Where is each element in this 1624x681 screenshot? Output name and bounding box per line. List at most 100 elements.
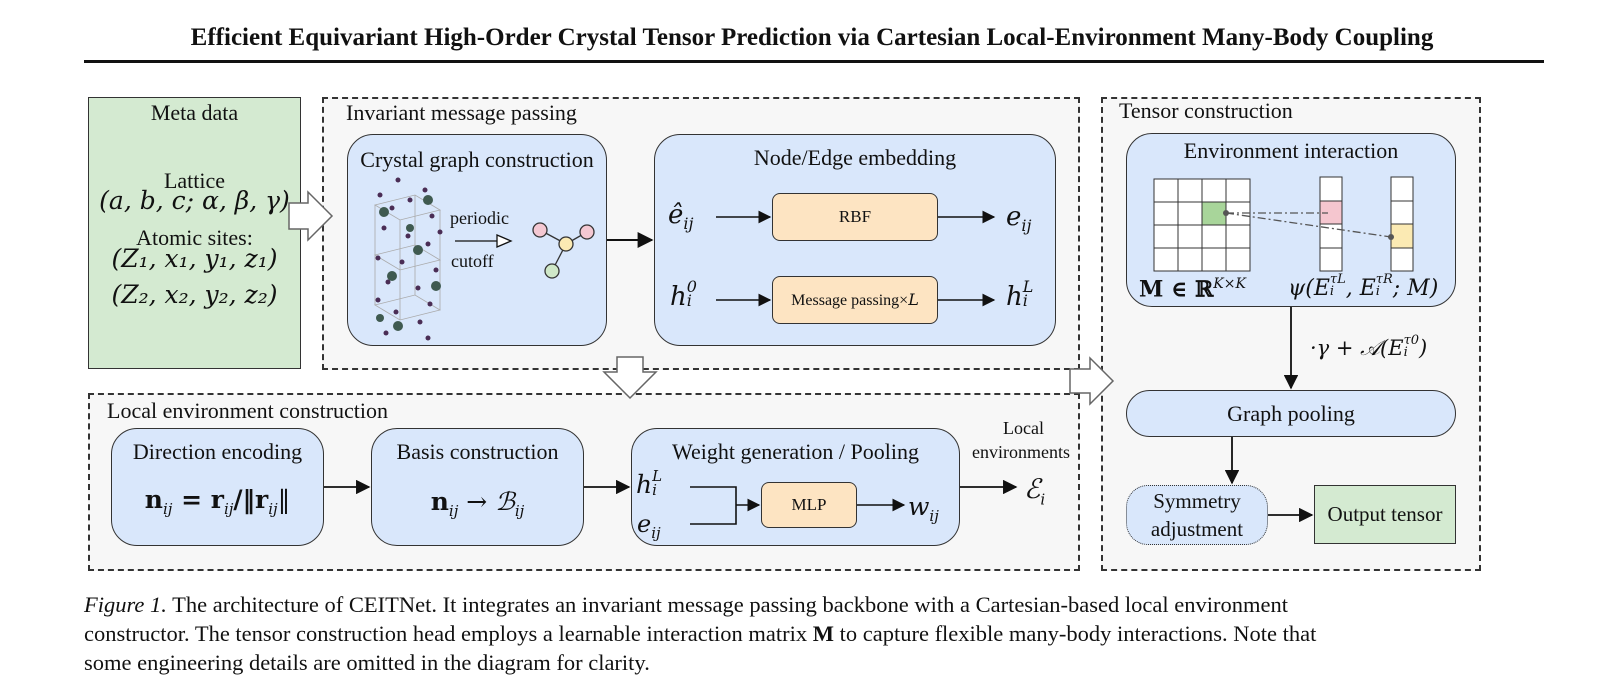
- graph-pooling-label: Graph pooling: [1227, 401, 1355, 426]
- matrix-label: M ∈ ℝK×K: [1139, 276, 1246, 302]
- caption-text-1: The architecture of CEITNet. It integrat…: [166, 592, 1288, 617]
- r-symbol: = r: [172, 485, 224, 514]
- hL-subscript: i: [1022, 291, 1028, 310]
- lattice-label: Lattice: [163, 168, 226, 193]
- basis-n-symbol: n: [430, 487, 449, 516]
- weight-input-e: eij: [637, 510, 661, 542]
- h0-superscript: 0: [686, 277, 697, 296]
- w-h-superscript: L: [652, 466, 663, 485]
- direction-formula: nij = rij/‖rij‖: [112, 485, 323, 518]
- epsilon-symbol: ℰ: [1024, 474, 1041, 505]
- paper-header-title: Efficient Equivariant High-Order Crystal…: [190, 24, 1434, 51]
- periodic-label: periodic: [450, 208, 509, 228]
- header-rule: [84, 60, 1544, 63]
- norm-close: ‖: [277, 485, 291, 514]
- environment-interaction-title: Environment interaction: [1183, 138, 1399, 163]
- basis-construction-box: Basis construction nij → ℬij: [371, 428, 584, 546]
- psi-subscript-1: i: [1329, 284, 1335, 299]
- graph-pooling-box: Graph pooling: [1126, 390, 1456, 437]
- w-e-symbol: e: [637, 510, 652, 538]
- caption-text-3: some engineering details are omitted in …: [84, 650, 650, 675]
- node-edge-embedding-title: Node/Edge embedding: [753, 145, 957, 170]
- lattice-params: (a, b, c; α, β, γ): [99, 186, 290, 215]
- n-symbol: n: [144, 485, 163, 514]
- local-env-line-1: Local: [1003, 418, 1044, 438]
- atomic-sites-label: Atomic sites:: [136, 225, 253, 250]
- w-e-subscript: ij: [651, 523, 661, 542]
- epsilon-subscript: i: [1040, 490, 1046, 509]
- symmetry-line-1: Symmetry: [1153, 489, 1241, 513]
- meta-data-title: Meta data: [150, 100, 239, 125]
- tensor-panel-title: Tensor construction: [1119, 98, 1293, 123]
- hL-symbol: h: [1006, 282, 1023, 312]
- local-panel-title: Local environment construction: [107, 398, 389, 423]
- gamma-prefix: ·γ + 𝒜(E: [1310, 336, 1404, 360]
- caption-line-2: constructor. The tensor construction hea…: [84, 619, 1544, 648]
- meta-to-invariant-hollow-arrow: [288, 190, 334, 242]
- caption-text-2-end: to capture flexible many-body interactio…: [833, 621, 1317, 646]
- local-env-line-2: environments: [972, 442, 1070, 462]
- output-tensor-box: Output tensor: [1314, 485, 1456, 544]
- n-subscript: ij: [162, 500, 173, 518]
- e-hat-subscript: ij: [683, 214, 694, 234]
- symmetry-line-2: adjustment: [1150, 517, 1244, 541]
- caption-figure-label: Figure 1.: [84, 592, 167, 617]
- atomic-site-1: (Z₁, x₁, y₁, z₁): [111, 244, 278, 273]
- h0-subscript: i: [686, 291, 692, 310]
- output-tensor-label: Output tensor: [1327, 502, 1443, 526]
- weight-generation-title: Weight generation / Pooling: [672, 439, 919, 464]
- basis-construction-title: Basis construction: [396, 439, 559, 464]
- crystal-structure-icon: [373, 194, 442, 321]
- psi-suffix: ; M): [1392, 276, 1439, 301]
- local-env-epsilon: ℰi: [1024, 474, 1045, 508]
- weight-output-w: wij: [908, 492, 939, 525]
- direction-encoding-box: Direction encoding nij = rij/‖rij‖: [111, 428, 324, 546]
- hL-superscript: L: [1022, 277, 1034, 296]
- caption-line-3: some engineering details are omitted in …: [84, 648, 1544, 677]
- message-passing-L: L: [908, 290, 919, 309]
- inputs-to-mlp-connector: [690, 486, 737, 525]
- w-h-subscript: i: [652, 480, 657, 499]
- e-out-subscript: ij: [1021, 216, 1032, 236]
- w-out-symbol: w: [908, 492, 930, 521]
- norm-open: /‖r: [233, 485, 269, 514]
- cutoff-label: cutoff: [451, 251, 494, 271]
- w-h-symbol: h: [636, 470, 653, 499]
- basis-B-subscript: ij: [514, 502, 525, 520]
- matrix-symbol: M ∈ ℝ: [1139, 276, 1214, 303]
- basis-B-symbol: ℬ: [495, 487, 515, 516]
- psi-superscript-L: τL: [1329, 272, 1346, 287]
- e-hat-symbol: ê: [668, 200, 684, 230]
- direction-encoding-title: Direction encoding: [132, 439, 303, 464]
- psi-superscript-R: τR: [1375, 272, 1393, 287]
- gamma-subscript: i: [1403, 344, 1408, 360]
- psi-subscript-2: i: [1375, 284, 1380, 299]
- r-subscript: ij: [223, 500, 234, 518]
- message-passing-block: Message passing×L: [772, 276, 938, 324]
- matrix-superscript: K×K: [1213, 276, 1246, 292]
- invariant-panel-title: Invariant message passing: [346, 100, 577, 125]
- gamma-superscript: τ0: [1403, 332, 1420, 348]
- message-passing-label: Message passing×: [791, 292, 909, 309]
- caption-line-1: Figure 1. The architecture of CEITNet. I…: [84, 590, 1544, 619]
- h0-symbol: h: [670, 282, 687, 312]
- figure-caption: Figure 1. The architecture of CEITNet. I…: [84, 590, 1544, 677]
- w-out-subscript: ij: [929, 507, 939, 525]
- symmetry-adjustment-box: Symmetry adjustment: [1126, 485, 1268, 545]
- meta-data-box: Meta data Lattice (a, b, c; α, β, γ) Ato…: [88, 97, 301, 369]
- local-to-tensor-hollow-arrow: [1069, 356, 1115, 406]
- crystal-atoms: [375, 177, 443, 341]
- gamma-suffix: ): [1419, 336, 1428, 360]
- rbf-block: RBF: [772, 193, 938, 241]
- caption-matrix-symbol: M: [812, 621, 834, 646]
- caption-text-2: constructor. The tensor construction hea…: [84, 621, 813, 646]
- basis-formula: nij → ℬij: [372, 487, 583, 520]
- matrix-highlight-cell: [1202, 202, 1226, 225]
- atomic-site-2: (Z₂, x₂, y₂, z₂): [111, 280, 278, 309]
- edge-output-e: eij: [1006, 202, 1031, 235]
- norm-subscript: ij: [268, 500, 278, 518]
